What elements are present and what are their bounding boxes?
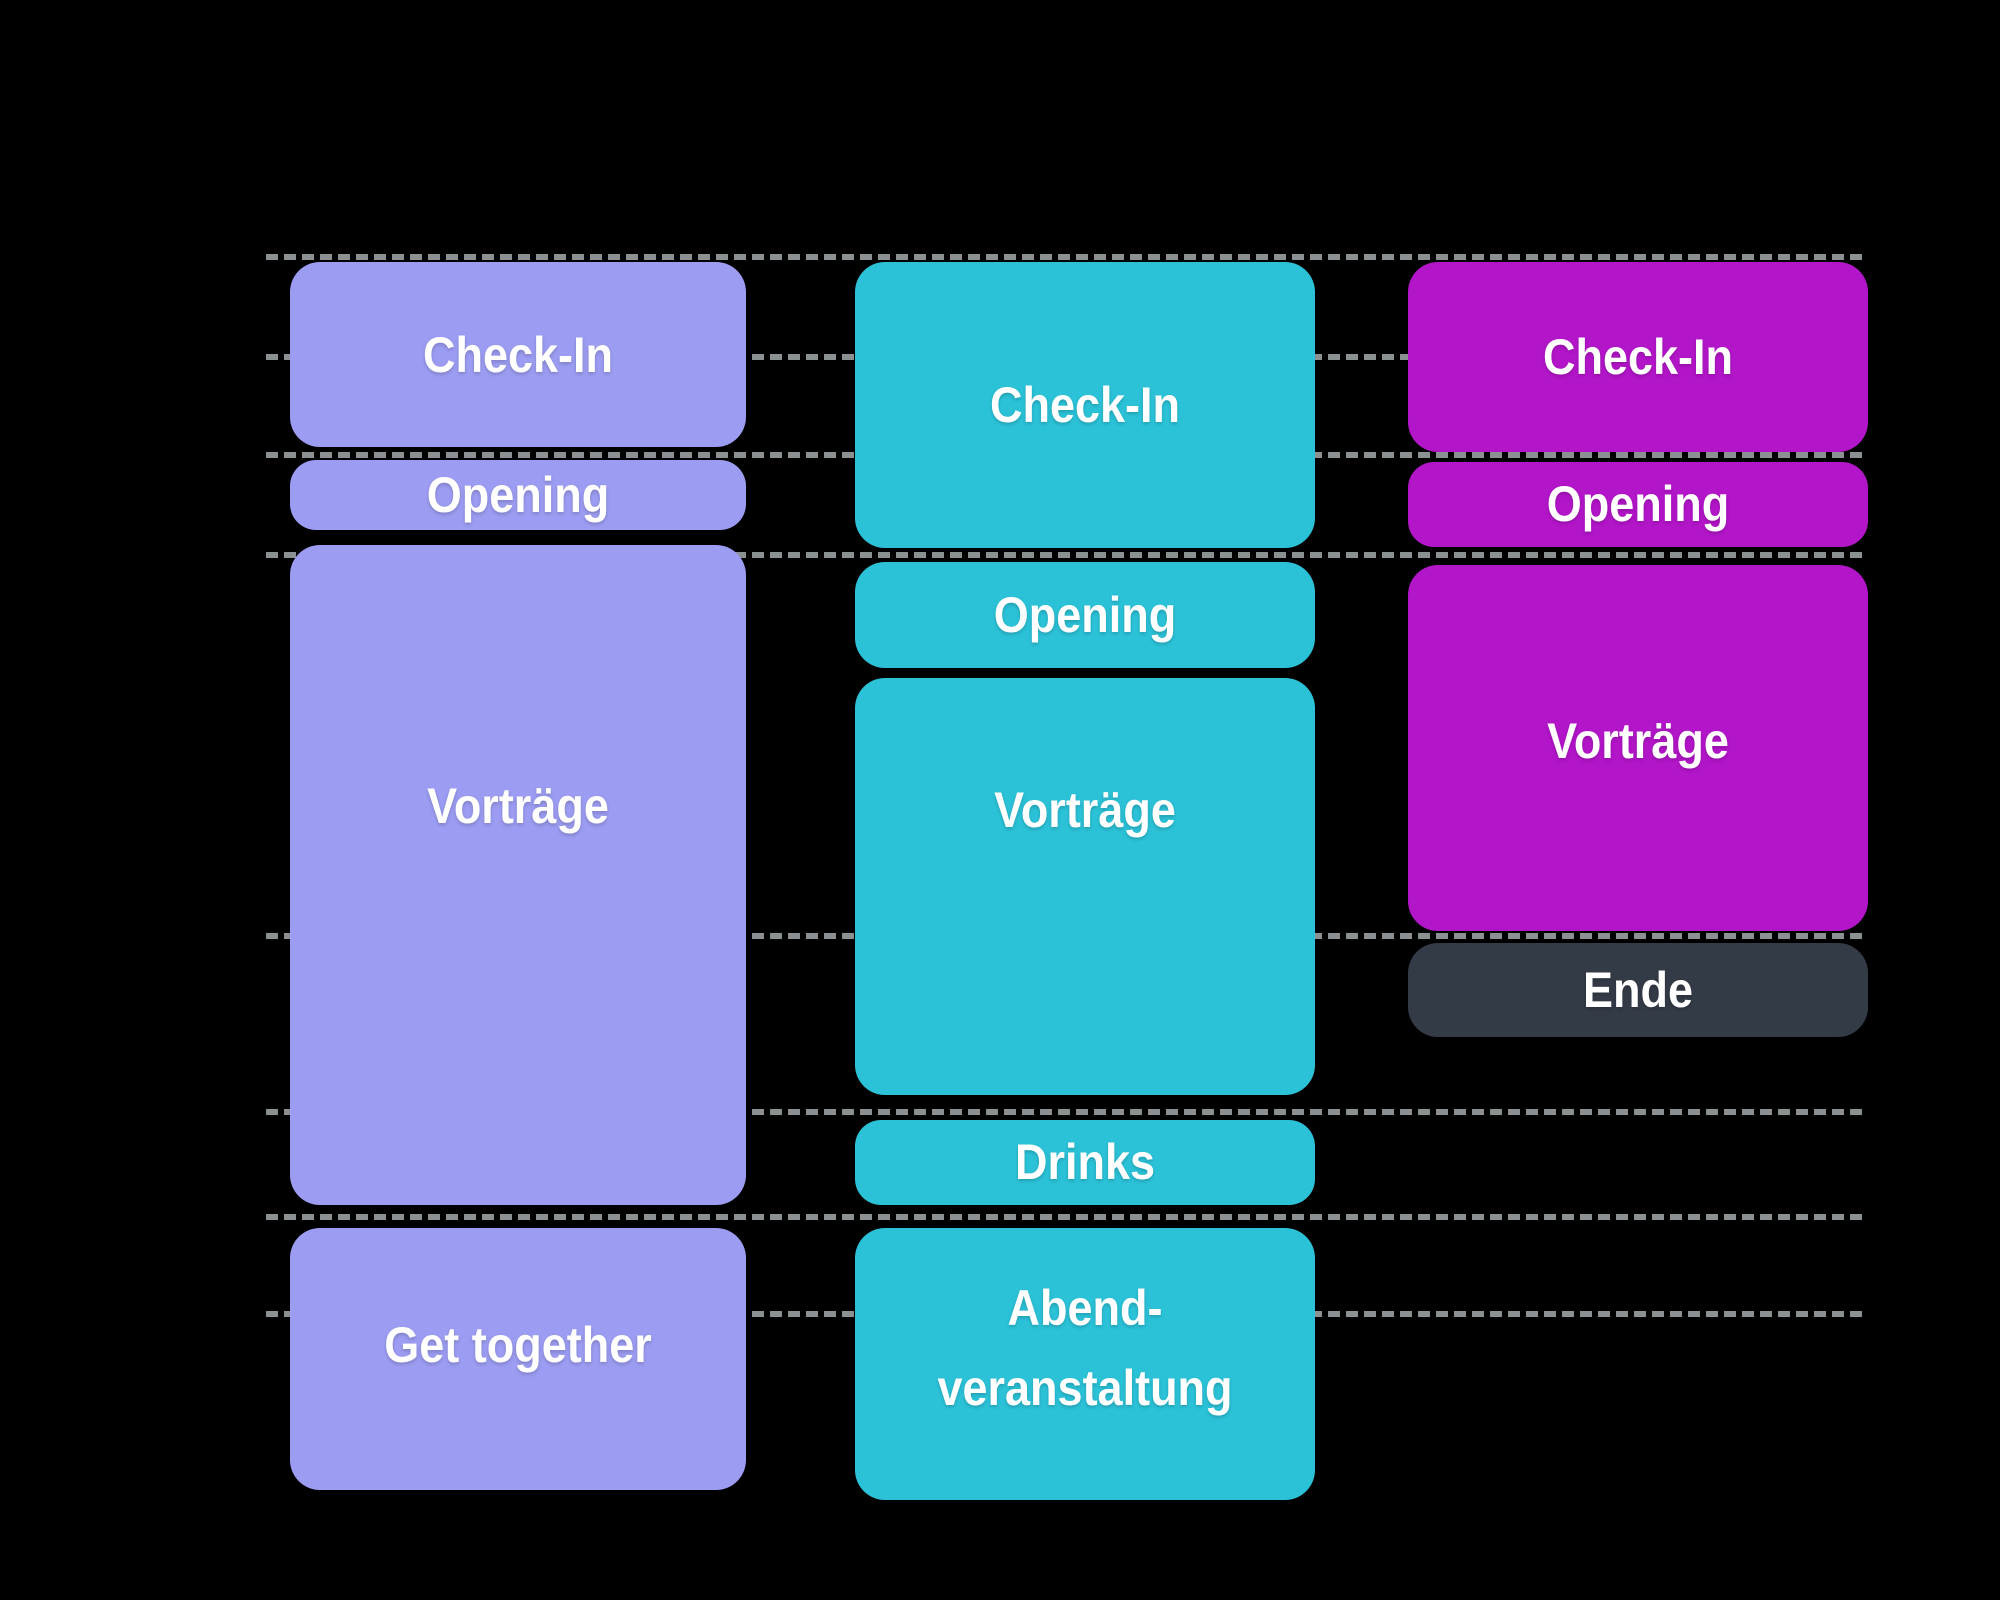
event-label: Drinks bbox=[1014, 1134, 1156, 1190]
event-label: Check-In bbox=[1542, 329, 1734, 385]
track1-check-in-block: Check-In bbox=[290, 262, 746, 447]
track2-abendveranstaltung-block: Abend- veranstaltung bbox=[855, 1228, 1315, 1500]
event-label: Check-In bbox=[422, 327, 614, 383]
event-label: Opening bbox=[993, 587, 1177, 643]
track2-opening-block: Opening bbox=[855, 562, 1315, 668]
gridline bbox=[266, 1109, 1862, 1115]
event-label: Check-In bbox=[989, 377, 1181, 433]
track3-ende-block: Ende bbox=[1408, 943, 1868, 1037]
track3-check-in-block: Check-In bbox=[1408, 262, 1868, 452]
track3-vortraege-block: Vorträge bbox=[1408, 565, 1868, 931]
track1-get-together-block: Get together bbox=[290, 1228, 746, 1490]
gridline bbox=[266, 254, 1862, 260]
event-label: Opening bbox=[426, 467, 610, 523]
event-label: Vorträge bbox=[994, 782, 1176, 838]
track-1: Check-In Opening Vorträge Get together bbox=[290, 0, 746, 1600]
event-label: Abend- veranstaltung bbox=[937, 1280, 1233, 1416]
event-label: Vorträge bbox=[1547, 713, 1729, 769]
track-2: Check-In Opening Vorträge Drinks Abend- … bbox=[855, 0, 1315, 1600]
track1-opening-block: Opening bbox=[290, 460, 746, 530]
event-label: Vorträge bbox=[427, 778, 609, 834]
event-label: Ende bbox=[1582, 962, 1694, 1018]
gridline bbox=[266, 1214, 1862, 1220]
event-label: Get together bbox=[384, 1317, 652, 1373]
track2-drinks-block: Drinks bbox=[855, 1120, 1315, 1205]
track1-vortraege-block: Vorträge bbox=[290, 545, 746, 1205]
gridline bbox=[266, 552, 1862, 558]
track-3: Check-In Opening Vorträge Ende bbox=[1408, 0, 1868, 1600]
track3-opening-block: Opening bbox=[1408, 462, 1868, 547]
event-label: Opening bbox=[1546, 476, 1730, 532]
track2-vortraege-block: Vorträge bbox=[855, 678, 1315, 1095]
track2-check-in-block: Check-In bbox=[855, 262, 1315, 548]
